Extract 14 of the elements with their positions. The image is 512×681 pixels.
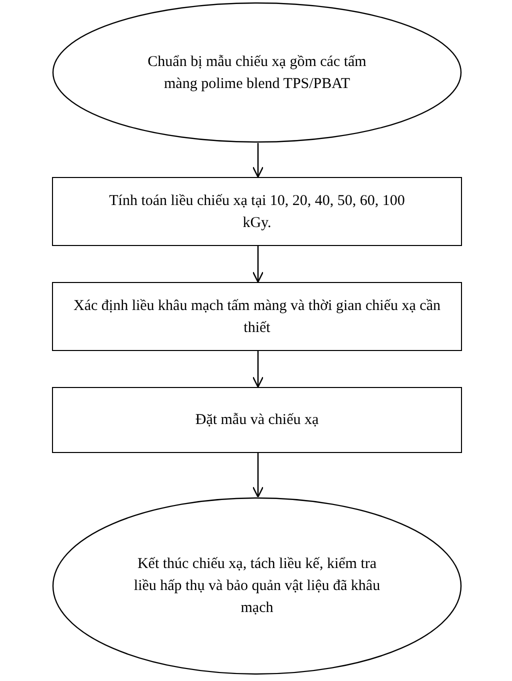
arrow xyxy=(252,351,264,388)
arrow xyxy=(252,143,264,178)
step-text: Tính toán liều chiếu xạ tại 10, 20, 40, 50, 60, 100 kGy. xyxy=(108,192,406,232)
step-text: Kết thúc chiếu xạ, tách liều kế, kiểm tra liều hấp thụ và bảo quản vật liệu đã khâu mạch xyxy=(132,555,382,618)
terminal-ellipse xyxy=(52,2,462,143)
arrow xyxy=(252,453,264,498)
step-text: Đặt mẫu và chiếu xạ xyxy=(195,411,319,430)
terminal-ellipse xyxy=(52,497,462,675)
process-box xyxy=(52,387,462,453)
arrow xyxy=(252,246,264,283)
process-box xyxy=(52,177,462,246)
process-box xyxy=(52,282,462,351)
step-text: Chuẩn bị mẫu chiếu xạ gồm các tấm màng polime blend TPS/PBAT xyxy=(147,52,367,94)
step-text: Xác định liều khâu mạch tấm màng và thời gian chiếu xạ cần thiết xyxy=(72,296,442,338)
